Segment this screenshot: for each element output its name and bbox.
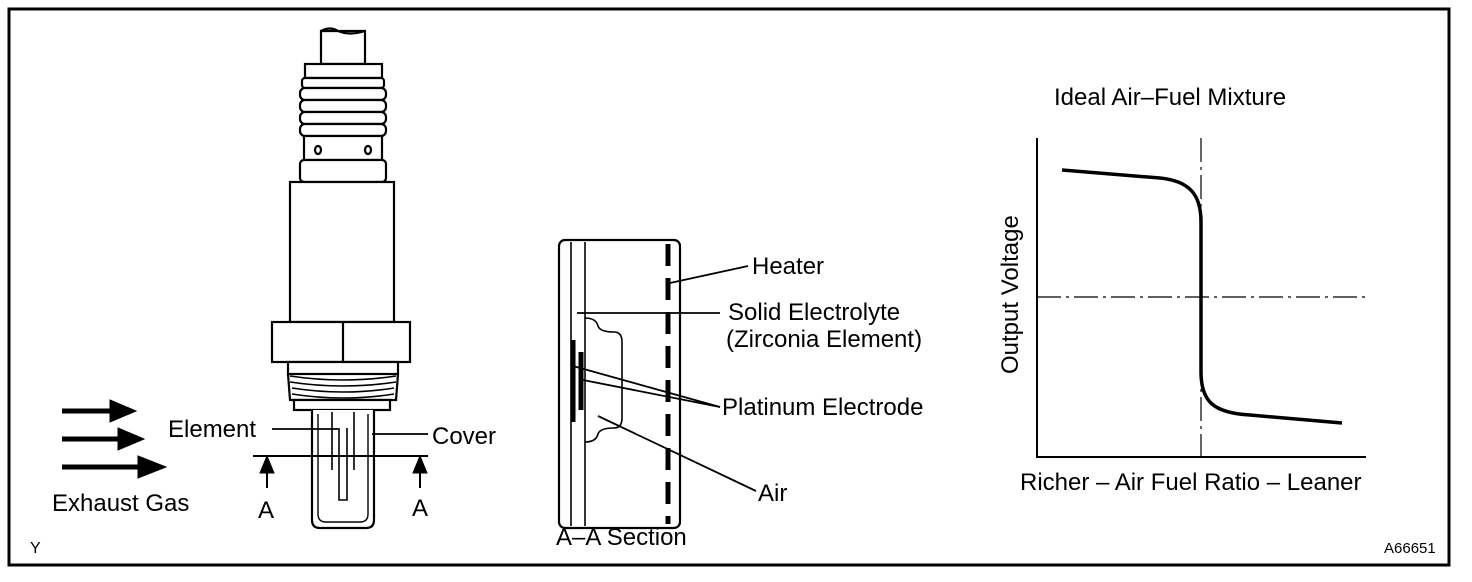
section-outline [557, 238, 682, 530]
sensor-ring-3 [298, 98, 388, 114]
section-view [557, 238, 682, 530]
element-label: Element [168, 416, 256, 443]
figure-frame [7, 7, 1451, 567]
sensor-thread [286, 360, 400, 376]
sensor-vent-hole-left [313, 144, 323, 156]
sensor-terminal [319, 29, 367, 66]
graph-title: Ideal Air–Fuel Mixture [1054, 84, 1286, 111]
arrow-up-icon [412, 454, 428, 474]
corner-code-left: Y [30, 540, 41, 557]
sensor-ring-4 [298, 110, 388, 126]
section-mark-left: A [258, 497, 274, 524]
heater-label: Heater [752, 253, 824, 280]
y-axis-label: Output Voltage [997, 215, 1024, 374]
sensor-vent-hole-right [363, 144, 373, 156]
voltage-curve [1061, 168, 1343, 425]
sensor-cover [310, 410, 376, 530]
cover-label: Cover [432, 423, 496, 450]
air-channel [584, 317, 623, 443]
section-mark-right: A [412, 495, 428, 522]
exhaust-arrows [62, 399, 168, 479]
exhaust-gas-label: Exhaust Gas [52, 490, 189, 517]
sensor-cover-inner [317, 414, 369, 523]
air-label: Air [758, 480, 787, 507]
arrow-icon [137, 455, 168, 479]
sensor-ring-1 [300, 76, 386, 90]
sensor-hex-nut [270, 320, 412, 364]
sensor-neck [292, 398, 392, 412]
section-leaders [572, 265, 757, 492]
solid-electrolyte-label: Solid Electrolyte [728, 299, 900, 326]
sensor-ring-5 [298, 122, 388, 138]
x-axis-label: Richer – Air Fuel Ratio – Leaner [1020, 469, 1362, 496]
sensor-thread-lines [289, 375, 397, 399]
oxygen-sensor-drawing [270, 27, 412, 530]
sensor-element [331, 412, 355, 501]
zirconia-element-label: (Zirconia Element) [726, 326, 922, 353]
sensor-ring-7 [298, 158, 388, 184]
arrow-icon [117, 427, 146, 451]
arrow-up-icon [259, 454, 275, 474]
sensor-body [288, 180, 396, 324]
sensor-ring-2 [298, 86, 388, 102]
section-cut-marks [253, 454, 428, 488]
section-caption: A–A Section [556, 524, 687, 551]
sensor-terminal-cap [320, 27, 366, 35]
figure-code: A66651 [1384, 540, 1436, 557]
arrow-icon [109, 399, 138, 423]
platinum-electrode-label: Platinum Electrode [722, 394, 923, 421]
voltage-graph [1036, 138, 1366, 458]
sensor-collar [303, 62, 384, 80]
sensor-ring-6 [302, 134, 384, 162]
